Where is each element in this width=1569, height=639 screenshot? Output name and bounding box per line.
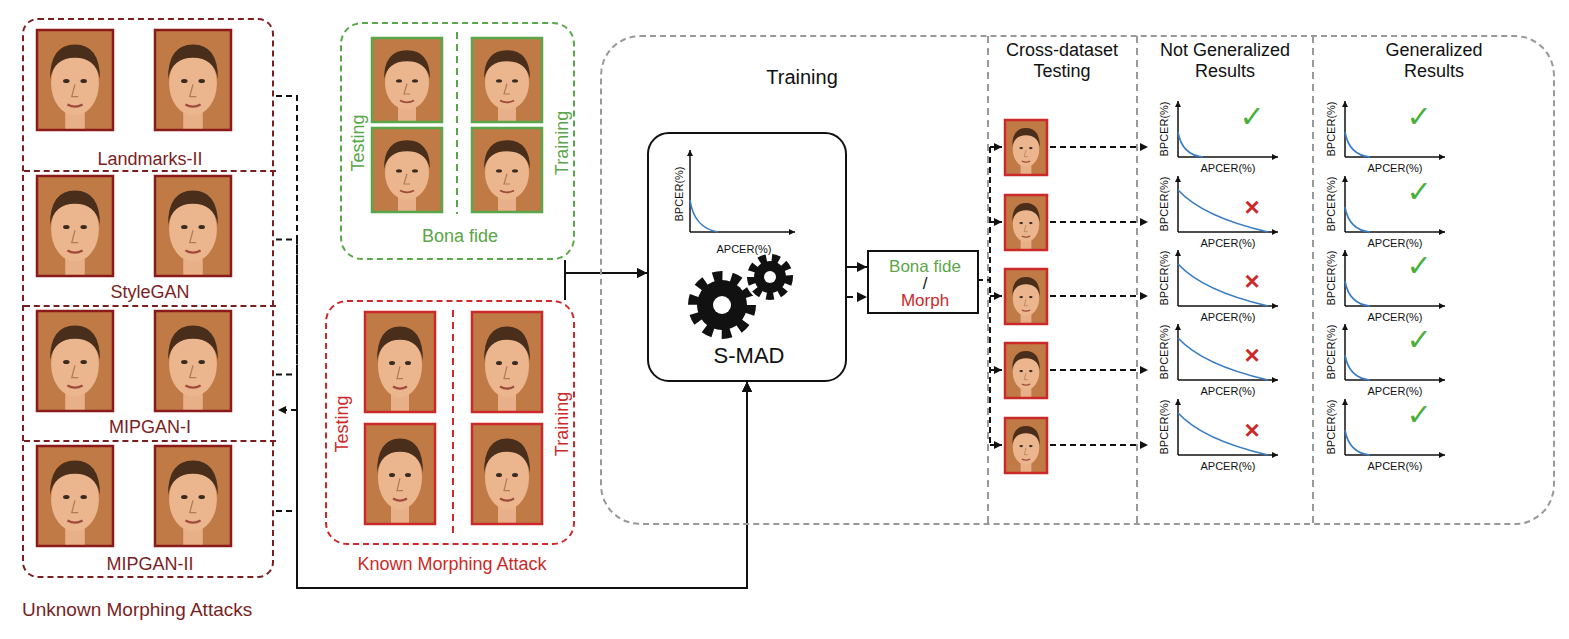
connector [847, 296, 867, 298]
connector [276, 240, 747, 589]
axis-label: BPCER(%) [1325, 101, 1338, 156]
node-label: StyleGAN [107, 282, 192, 303]
result-mark: ✓ [1406, 323, 1431, 358]
connector [847, 266, 867, 268]
dashed-arrows [278, 147, 1148, 445]
axis-label: APCER(%) [1367, 460, 1422, 473]
axis-label: BPCER(%) [1158, 250, 1171, 305]
result-mark: ✓ [1406, 175, 1431, 210]
result-mark: ✓ [1406, 100, 1431, 135]
node-label: MIPGAN-I [106, 417, 194, 438]
axis-label: BPCER(%) [1158, 176, 1171, 231]
attack-section: StyleGAN [24, 172, 276, 307]
column-header: Cross-dataset Testing [994, 40, 1130, 81]
axis-label: BPCER(%) [1325, 324, 1338, 379]
node-label: Testing [348, 114, 369, 171]
result-charts [1178, 101, 1445, 455]
result-mark: ✓ [1406, 398, 1431, 433]
node-label: Bona fide [889, 257, 961, 277]
node-label: Landmarks-II [94, 149, 205, 170]
axis-label: APCER(%) [1200, 460, 1255, 473]
smad-box: BPCER(%) APCER(%) S-MAD [647, 132, 847, 382]
smad-chart [690, 150, 795, 232]
node-label: Known Morphing Attack [357, 554, 546, 575]
node-label: S-MAD [714, 343, 785, 368]
bona-fide-group: Testing TrainingBona fide [340, 22, 575, 260]
face-images [37, 30, 1047, 546]
node-label: Unknown Morphing Attacks [22, 599, 252, 621]
unknown-attacks-group: Unknown Morphing AttacksLandmarks-IIStyl… [22, 18, 274, 578]
result-mark: ✓ [1406, 249, 1431, 284]
axis-label: BPCER(%) [1325, 250, 1338, 305]
axis-label: BPCER(%) [1158, 399, 1171, 454]
attack-section: Landmarks-II [24, 20, 276, 172]
column-header: Generalized Results [1369, 40, 1499, 81]
node-label: Training [766, 66, 838, 89]
node-label: APCER(%) [716, 243, 771, 256]
axis-label: BPCER(%) [1158, 324, 1171, 379]
connector [276, 375, 747, 589]
result-mark: × [1244, 416, 1259, 446]
axis-label: APCER(%) [1367, 385, 1422, 398]
result-mark: ✓ [1239, 100, 1264, 135]
result-mark: × [1244, 267, 1259, 297]
connector [565, 260, 647, 273]
node-label: MIPGAN-II [103, 554, 196, 575]
node-label: Bona fide [422, 226, 498, 247]
node-label: Training [552, 392, 573, 456]
node-label: Training [552, 111, 573, 175]
result-mark: × [1244, 341, 1259, 371]
dividers [453, 32, 1313, 535]
axis-label: APCER(%) [1367, 237, 1422, 250]
result-mark: × [1244, 193, 1259, 223]
axis-label: BPCER(%) [1325, 399, 1338, 454]
decision-box: Bona fide/Morph [867, 250, 979, 314]
axis-label: APCER(%) [1200, 162, 1255, 175]
node-label: BPCER(%) [673, 166, 686, 221]
node-label: / [923, 274, 928, 294]
column-header: Not Generalized Results [1145, 40, 1305, 81]
axis-label: APCER(%) [1367, 162, 1422, 175]
node-label: Testing [332, 395, 353, 452]
node-label: Morph [901, 291, 949, 311]
known-attack-group: TestingTrainingKnown Morphing Attack [325, 300, 575, 545]
connector [565, 273, 647, 300]
attack-section: MIPGAN-I [24, 307, 276, 442]
axis-label: APCER(%) [1367, 311, 1422, 324]
axis-label: APCER(%) [1200, 311, 1255, 324]
axis-label: BPCER(%) [1325, 176, 1338, 231]
axis-label: BPCER(%) [1158, 101, 1171, 156]
gear-icon [694, 259, 788, 333]
axis-label: APCER(%) [1200, 237, 1255, 250]
connector [276, 96, 747, 588]
attack-section: MIPGAN-II [24, 442, 276, 580]
connector [276, 382, 747, 588]
axis-label: APCER(%) [1200, 385, 1255, 398]
